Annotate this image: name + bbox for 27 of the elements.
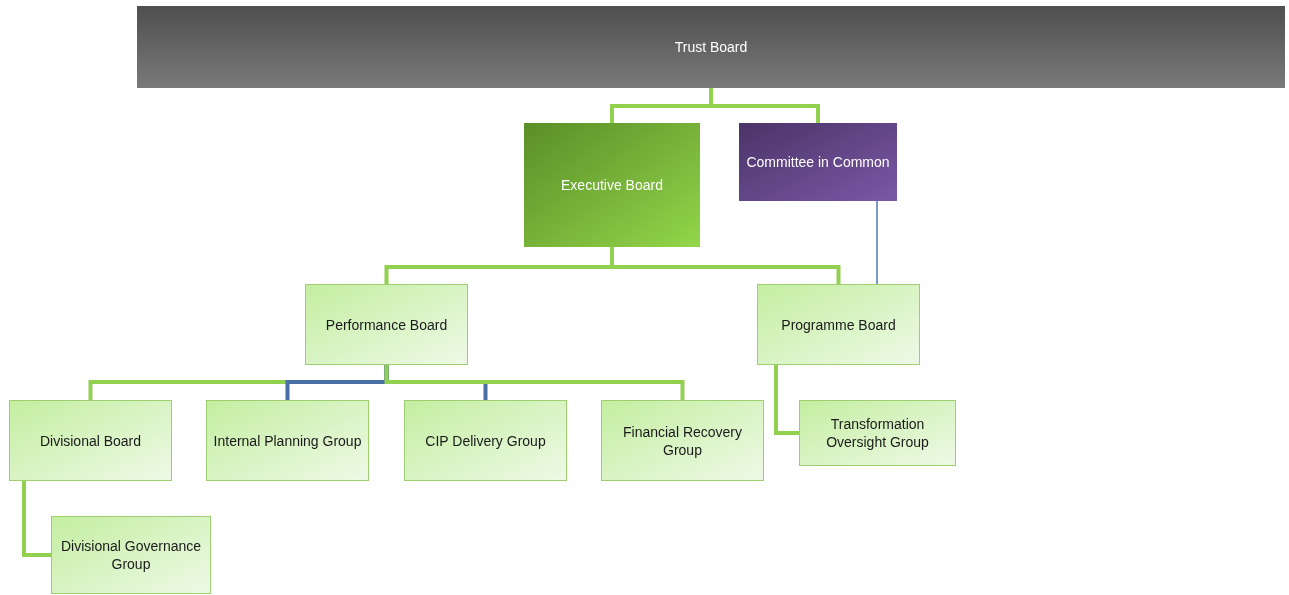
- box-label: Internal Planning Group: [213, 431, 362, 450]
- org-box: [305, 284, 468, 365]
- box-label: Divisional Board: [39, 431, 142, 450]
- box-label: Trust Board: [674, 38, 748, 56]
- box-label: CIP Delivery Group: [425, 431, 546, 450]
- org-box: [404, 400, 567, 481]
- connector-line: [774, 365, 799, 435]
- box-label: Divisional Governance Group: [59, 537, 203, 573]
- org-box: [206, 400, 369, 481]
- connector-line: [709, 88, 820, 123]
- org-box: [524, 123, 700, 247]
- box-label: Executive Board: [561, 176, 663, 194]
- connector-line: [876, 200, 878, 285]
- box-label: Committee in Common: [746, 153, 890, 171]
- org-box: [601, 400, 764, 481]
- box-label: Programme Board: [781, 315, 896, 334]
- org-box: [757, 284, 920, 365]
- connector-line: [22, 481, 51, 557]
- org-box: [739, 123, 897, 201]
- box-label: Transformation Oversight Group: [825, 415, 930, 451]
- org-box: [137, 6, 1285, 88]
- org-box: [51, 516, 211, 594]
- org-box: [9, 400, 172, 481]
- box-label: Financial Recovery Group: [621, 422, 744, 459]
- box-label: Performance Board: [325, 315, 448, 334]
- connector-line: [384, 365, 685, 400]
- org-box: [799, 400, 956, 466]
